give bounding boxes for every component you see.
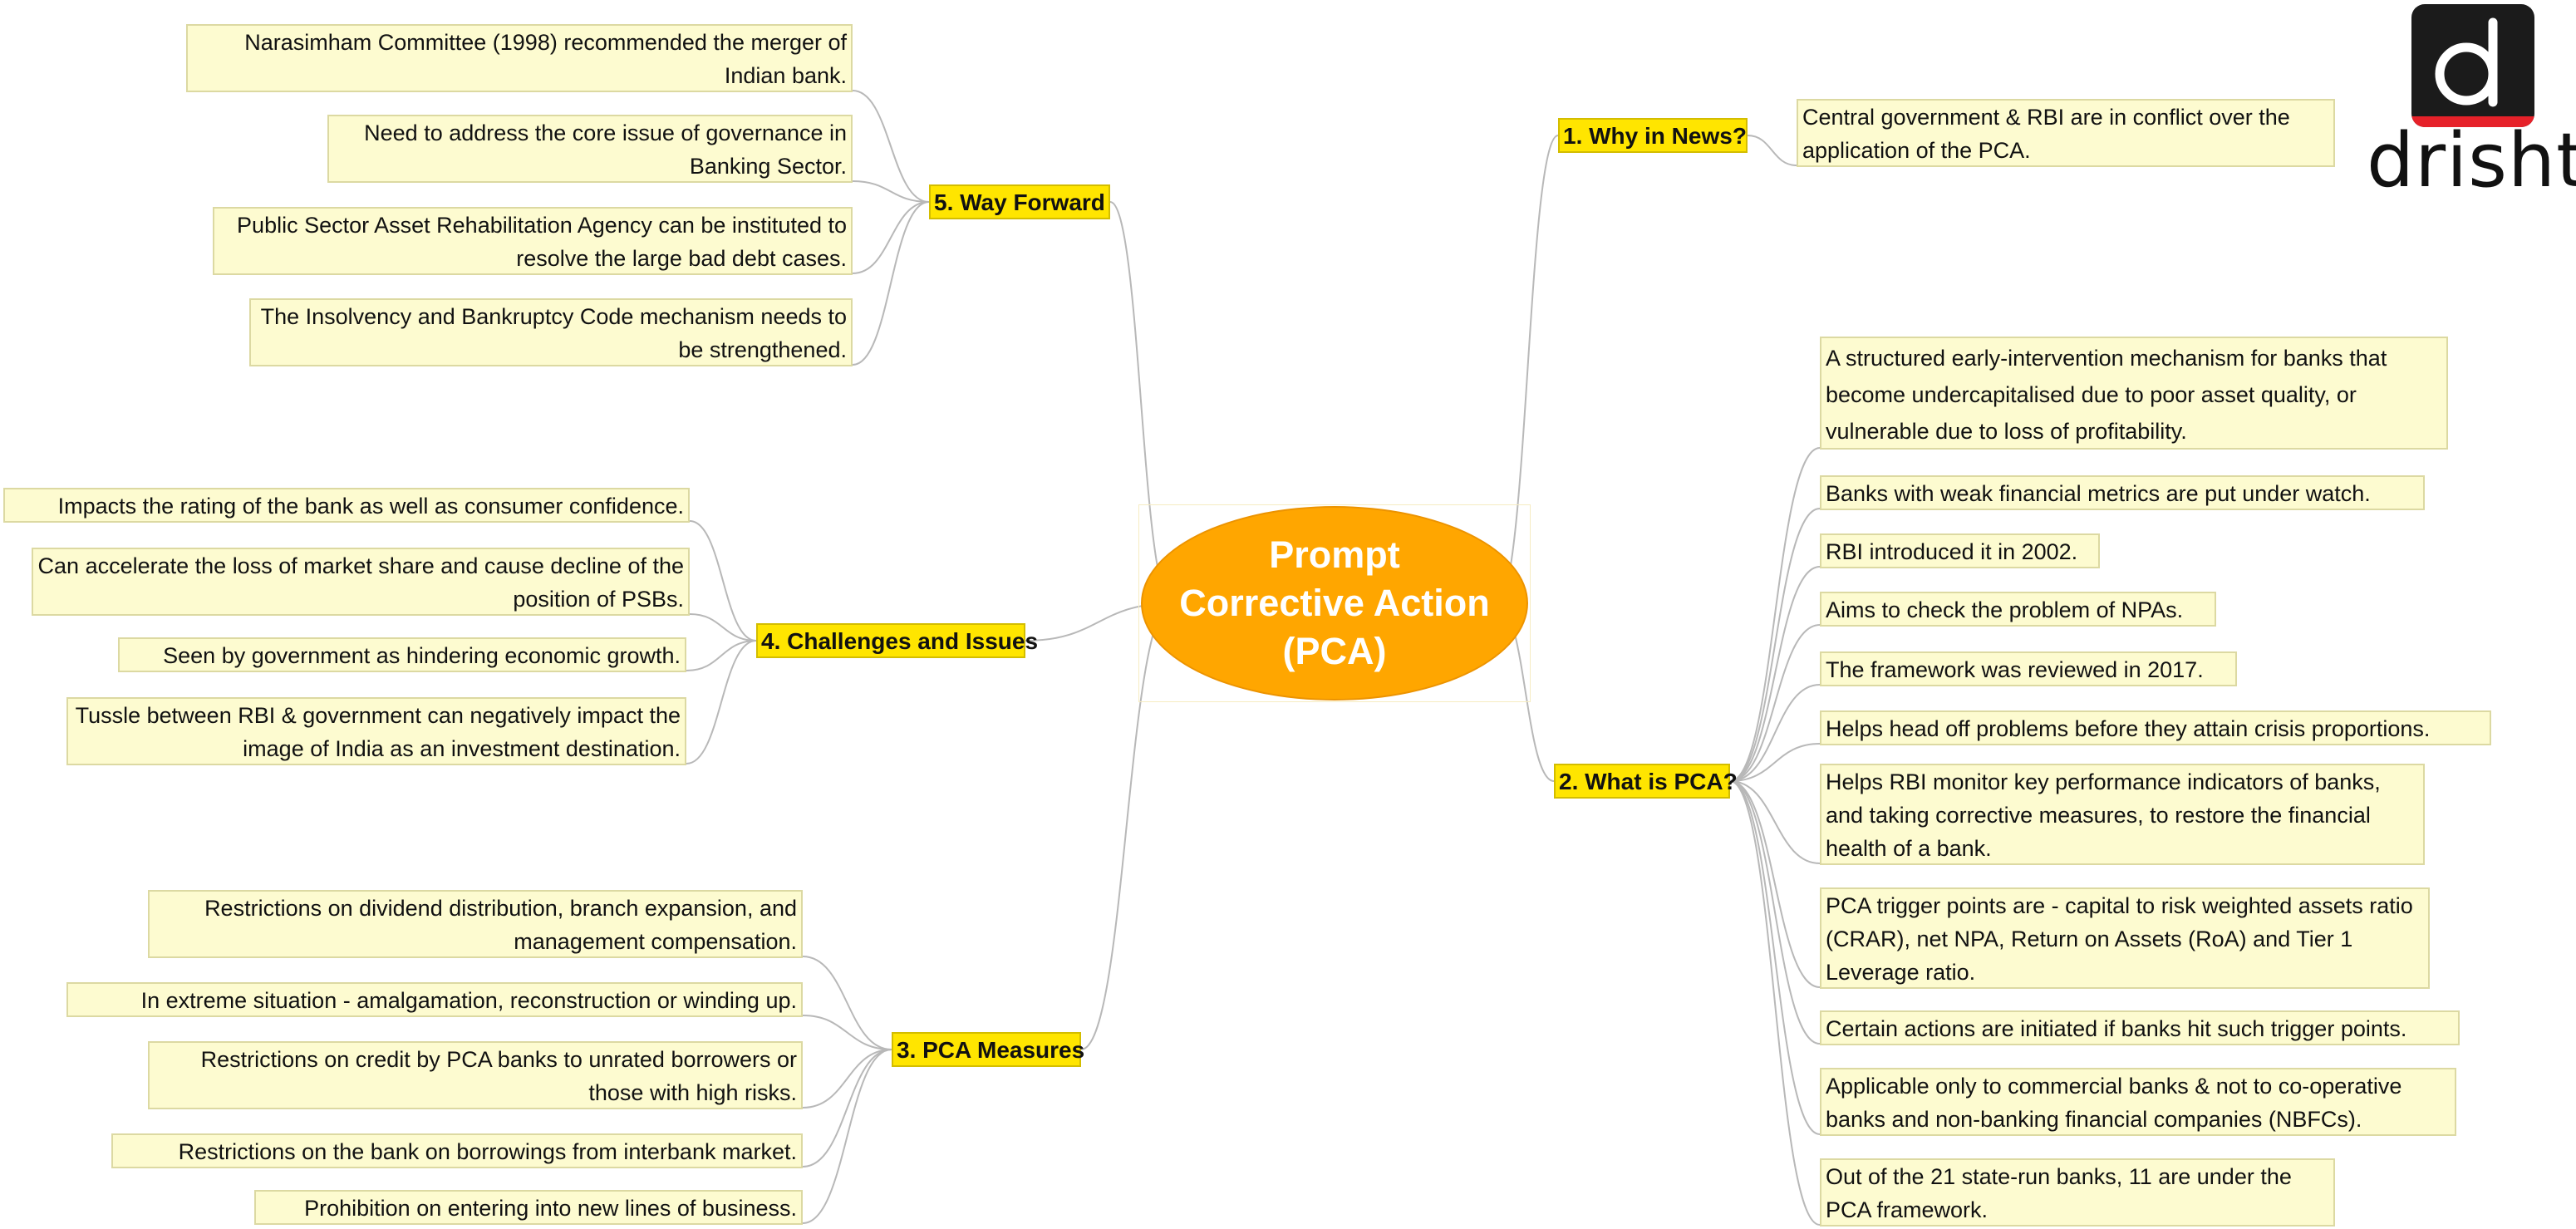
way-note-3: Public Sector Asset Rehabilitation Agenc… [213,207,853,275]
what-note-11: Out of the 21 state-run banks, 11 are un… [1820,1158,2335,1227]
measures-note-2: In extreme situation - amalgamation, rec… [66,982,803,1017]
way-note-2-link [852,180,930,203]
what-note-7: Helps RBI monitor key performance indica… [1820,764,2425,865]
branch-what-is-pca[interactable]: 2. What is PCA? [1554,764,1738,799]
what-note-4-link [1729,624,1821,782]
measures-note-3-link [802,1049,892,1109]
what-note-9: Certain actions are initiated if banks h… [1820,1010,2460,1045]
way-note-3-link [852,201,930,274]
drishti-logo: drishti [2367,0,2576,208]
way-note-4: The Insolvency and Bankruptcy Code mecha… [249,298,853,366]
measures-note-1: Restrictions on dividend distribution, b… [148,890,803,958]
challenges-note-4-link [686,640,757,764]
why-note-1: Central government & RBI are in conflict… [1797,99,2335,167]
what-note-3: RBI introduced it in 2002. [1820,533,2100,568]
what-note-10-link [1729,780,1821,1135]
brand-wordmark: drishti [2367,117,2576,204]
logo-accent-bar [2411,116,2534,127]
challenges-note-3-link [686,640,757,671]
measures-note-4: Restrictions on the bank on borrowings f… [111,1133,803,1168]
way-note-1: Narasimham Committee (1998) recommended … [186,24,853,92]
measures-note-2-link [802,1015,892,1050]
challenges-note-4: Tussle between RBI & government can nega… [66,697,686,765]
what-note-6: Helps head off problems before they atta… [1820,710,2491,745]
what-note-8-link [1729,780,1821,988]
challenges-note-2: Can accelerate the loss of market share … [32,548,690,616]
branch-challenges-and-issues[interactable]: 4. Challenges and Issues [756,623,1038,658]
way-note-1-link [852,90,930,203]
challenges-note-1-link [689,520,757,642]
drishti-d-icon [2411,4,2534,127]
what-note-7-link [1729,780,1821,864]
what-note-2-link [1729,508,1821,782]
branch-why-in-news[interactable]: 1. Why in News? [1558,118,1748,153]
branch-pca-measures[interactable]: 3. PCA Measures [892,1032,1084,1067]
what-note-9-link [1729,780,1821,1045]
way-note-4-link [852,201,930,366]
what-note-4: Aims to check the problem of NPAs. [1820,592,2216,627]
what-note-11-link [1729,780,1821,1226]
measures-note-3: Restrictions on credit by PCA banks to u… [148,1041,803,1109]
why-note-1-link [1747,135,1797,166]
what-note-6-link [1729,743,1821,782]
what-note-5-link [1729,684,1821,782]
what-note-5: The framework was reviewed in 2017. [1820,651,2237,686]
central-topic[interactable]: Prompt Corrective Action (PCA) [1141,506,1528,701]
challenges-note-2-link [689,613,757,642]
what-note-10: Applicable only to commercial banks & no… [1820,1068,2456,1136]
central-node-frame [1138,504,1531,702]
what-note-1-link [1729,447,1821,782]
branch-way-forward[interactable]: 5. Way Forward [929,184,1110,219]
what-note-2: Banks with weak financial metrics are pu… [1820,475,2425,510]
measures-note-4-link [802,1049,892,1168]
way-note-2: Need to address the core issue of govern… [327,115,853,183]
measures-note-1-link [802,956,892,1050]
challenges-note-1: Impacts the rating of the bank as well a… [3,488,690,523]
measures-note-5-link [802,1049,892,1224]
what-note-8: PCA trigger points are - capital to risk… [1820,887,2430,989]
challenges-note-3: Seen by government as hindering economic… [118,637,686,672]
what-note-3-link [1729,566,1821,782]
d-letter-icon [2435,17,2498,107]
central-topic-label: Prompt Corrective Action (PCA) [1179,533,1490,672]
what-note-1: A structured early-intervention mechanis… [1820,337,2448,450]
measures-note-5: Prohibition on entering into new lines o… [254,1190,803,1225]
